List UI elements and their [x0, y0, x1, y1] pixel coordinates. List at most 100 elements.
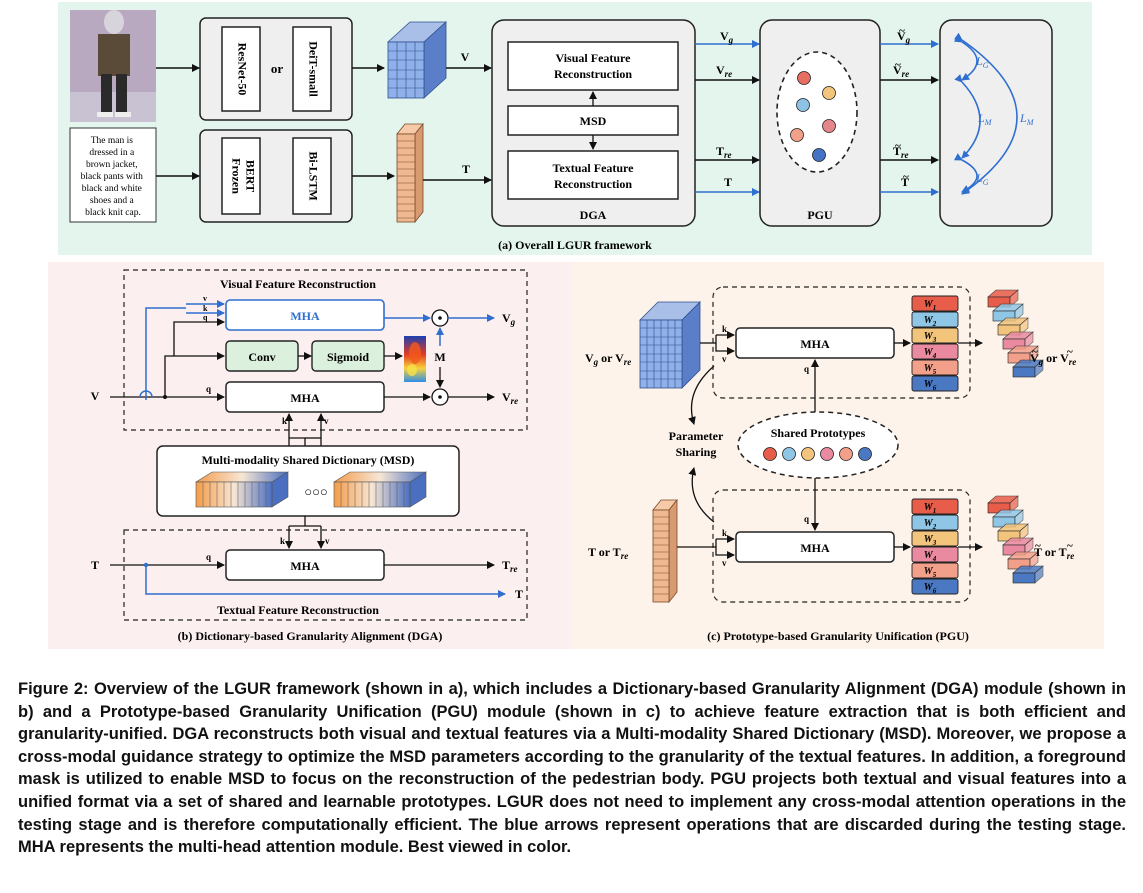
lm-inner: LM — [977, 111, 993, 127]
loss-box — [939, 19, 1053, 227]
pgu-text-input-label: T or Tre — [588, 545, 628, 561]
svg-text:v: v — [324, 416, 329, 426]
mha-blue-label: MHA — [290, 309, 320, 323]
vg-tilde-label: Vg — [897, 29, 911, 45]
vfr-dashed-box — [123, 269, 528, 431]
t-input-label: T — [91, 558, 99, 572]
tilde-tre-out: ~ — [1067, 540, 1073, 552]
arrow-v-to-conv — [164, 352, 225, 397]
svg-text:k: k — [282, 416, 287, 426]
t-label: T — [462, 162, 470, 176]
t-out-bottom: T — [515, 587, 523, 601]
dictionary-left — [194, 471, 290, 508]
tilde-vg-out: ~ — [1032, 346, 1038, 358]
pgu-visual-output-label: Vg or Vre — [1030, 351, 1076, 367]
vfr-label-line1: Visual Feature — [556, 51, 632, 65]
prototype-dot-blue — [812, 148, 826, 162]
lm-outer: LM — [1019, 111, 1035, 127]
deit-label: DeiT-small — [306, 41, 320, 97]
out-side-1 — [1014, 509, 1024, 528]
prototype-dot-lightblue — [796, 98, 810, 112]
mha-visual-label: MHA — [290, 391, 320, 405]
vg-label: Vg — [720, 29, 734, 45]
w-block-2 — [911, 514, 959, 531]
tilde-outputs: Vg ~ Vre ~ Tre ~ T ~ — [893, 25, 911, 189]
tre-out-label: Tre — [502, 558, 518, 574]
out-side-0 — [1009, 495, 1019, 514]
svg-text:v: v — [325, 536, 330, 546]
dictionary-right — [332, 471, 428, 508]
tfr-title: Textual Feature Reconstruction — [217, 603, 379, 617]
loss-labels: LG LM LG LM — [975, 54, 1035, 187]
w-block-4 — [911, 546, 959, 563]
out-side-5 — [1034, 565, 1044, 584]
t-out-label: T — [724, 175, 732, 189]
mha-blue-box — [225, 299, 385, 331]
w-block-4 — [911, 343, 959, 360]
pedestrian-image — [70, 10, 156, 122]
svg-text:q: q — [203, 313, 208, 322]
msd-to-text-mha: k v — [280, 516, 330, 549]
msd-dictionary-title: Multi-modality Shared Dictionary (MSD) — [202, 453, 415, 467]
foreground-mask-heatmap — [404, 336, 426, 382]
pgu-bottom-kv: k v — [677, 528, 735, 568]
tfr-box — [507, 150, 679, 200]
frozen-label: Frozen — [229, 158, 243, 194]
pgu-top-kv: k v — [700, 324, 735, 364]
svg-text:v: v — [203, 294, 207, 303]
v-label: V — [461, 50, 470, 64]
pgu-text-output-label: T or Tre — [1034, 545, 1074, 561]
svg-text:k: k — [280, 536, 285, 546]
vg-out-label: Vg — [502, 311, 516, 327]
pgu-visual-input-label: Vg or Vre — [585, 351, 631, 367]
lg-bottom: LG — [975, 171, 989, 187]
lgur-figure: The man is dressed in a brown jacket, bl… — [48, 2, 1104, 649]
prototype-dot-salmon — [790, 128, 804, 142]
w-block-5 — [911, 562, 959, 579]
vfr-label-line2: Reconstruction — [554, 67, 632, 81]
bilstm-label: Bi-LSTM — [306, 151, 320, 200]
v-input-label: V — [91, 389, 100, 403]
pgu-label: PGU — [807, 208, 833, 222]
w-block-3 — [911, 530, 959, 547]
text-feature-bar — [396, 122, 424, 224]
dictionary-ellipsis: ○○○ — [304, 484, 328, 499]
svg-text:k: k — [722, 528, 727, 538]
vfr-box — [507, 41, 679, 91]
w-block-3 — [911, 327, 959, 344]
m-label: M — [434, 350, 445, 364]
panel-a-caption: (a) Overall LGUR framework — [498, 238, 652, 252]
tre-tilde-label: Tre — [893, 144, 909, 160]
out-side-4 — [1029, 551, 1039, 570]
vre-tilde-mark: ~ — [895, 59, 901, 71]
panel-b-caption: (b) Dictionary-based Granularity Alignme… — [178, 629, 443, 643]
bert-box — [221, 137, 261, 215]
out-side-2 — [1019, 317, 1029, 336]
or-label: or — [271, 61, 284, 76]
pgu-bottom-dashed — [712, 489, 971, 603]
w-block-6 — [911, 578, 959, 595]
tfr-label-line1: Textual Feature — [553, 161, 635, 175]
w-block-1 — [911, 295, 959, 312]
arrow-param-sharing-top — [688, 365, 715, 425]
line-v-to-blue-q — [173, 321, 186, 356]
out-side-2 — [1019, 523, 1029, 542]
msd-label: MSD — [580, 114, 607, 128]
prototype-dot-red — [797, 71, 811, 85]
panel-b: Visual Feature Reconstruction MHA Conv S… — [48, 262, 572, 649]
tre-tilde-mark: ~ — [895, 140, 901, 152]
q-label-bottom: q — [804, 514, 809, 524]
description-text: The man is dressed in a brown jacket, bl… — [81, 136, 146, 218]
shared-prototype-dots — [763, 447, 872, 461]
shared-prototypes-label: Shared Prototypes — [771, 426, 866, 440]
tre-label: Tre — [716, 144, 732, 160]
svg-text:v: v — [722, 558, 727, 568]
bert-label: BERT — [243, 160, 257, 192]
arrow-t-bypass — [145, 565, 506, 598]
t-tilde-mark: ~ — [903, 171, 909, 183]
out-side-3 — [1024, 331, 1034, 350]
panel-c: Vg or Vre T or Tre MHA k v q MHA — [572, 262, 1104, 649]
blue-mha-inputs: v k q — [139, 294, 225, 400]
w-block-5 — [911, 359, 959, 376]
